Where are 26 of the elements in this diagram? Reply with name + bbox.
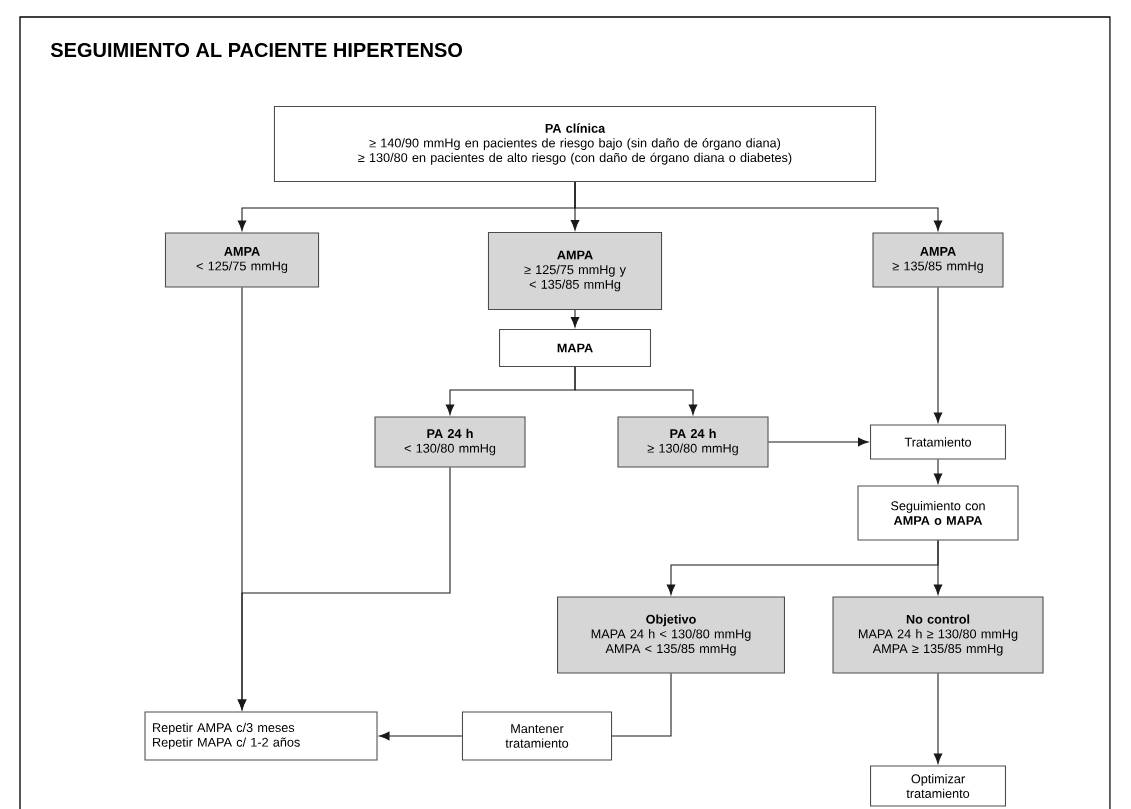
arrow [768, 437, 869, 447]
process-box: PA clínica ≥ 140/90 mmHg en pacientes de riesgo bajo (sin daño de órgano diana) ≥ 130/80 en pacientes de alto riesgo (con daño de órgano diana o diabetes) [273, 106, 877, 182]
process-box: MAPA [499, 328, 651, 368]
criteria-box: AMPA < 125/75 mmHg [164, 232, 320, 288]
arrow [379, 731, 463, 741]
criteria-box: AMPA ≥ 135/85 mmHg [872, 232, 1004, 288]
process-box: Optimizar tratamiento [870, 765, 1006, 807]
process-box: Mantener tratamiento [461, 711, 613, 761]
criteria-box: Objetivo MAPA 24 h < 130/80 mmHg AMPA < 135/85 mmHg [557, 596, 785, 674]
criteria-box: PA 24 h < 130/80 mmHg [374, 416, 526, 468]
arrow [574, 366, 698, 415]
process-box: Seguimiento con AMPA o MAPA [857, 485, 1019, 541]
criteria-box: PA 24 h ≥ 130/80 mmHg [617, 416, 769, 468]
criteria-box: AMPA ≥ 125/75 mmHg y < 135/85 mmHg [487, 231, 663, 311]
arrow [570, 309, 580, 328]
arrow [933, 540, 943, 595]
arrow [574, 181, 943, 231]
connector-line [611, 673, 672, 737]
process-box: Tratamiento [870, 424, 1006, 460]
arrow [237, 467, 451, 710]
title: SEGUIMIENTO AL PACIENTE HIPERTENSO [50, 42, 463, 58]
arrow [933, 287, 943, 423]
arrow [933, 459, 943, 484]
process-box: Repetir AMPA c/3 meses Repetir MAPA c/ 1-2 años [144, 711, 378, 761]
criteria-box: No control MAPA 24 h ≥ 130/80 mmHg AMPA ≥ 135/85 mmHg [832, 596, 1044, 674]
arrow [933, 673, 943, 764]
